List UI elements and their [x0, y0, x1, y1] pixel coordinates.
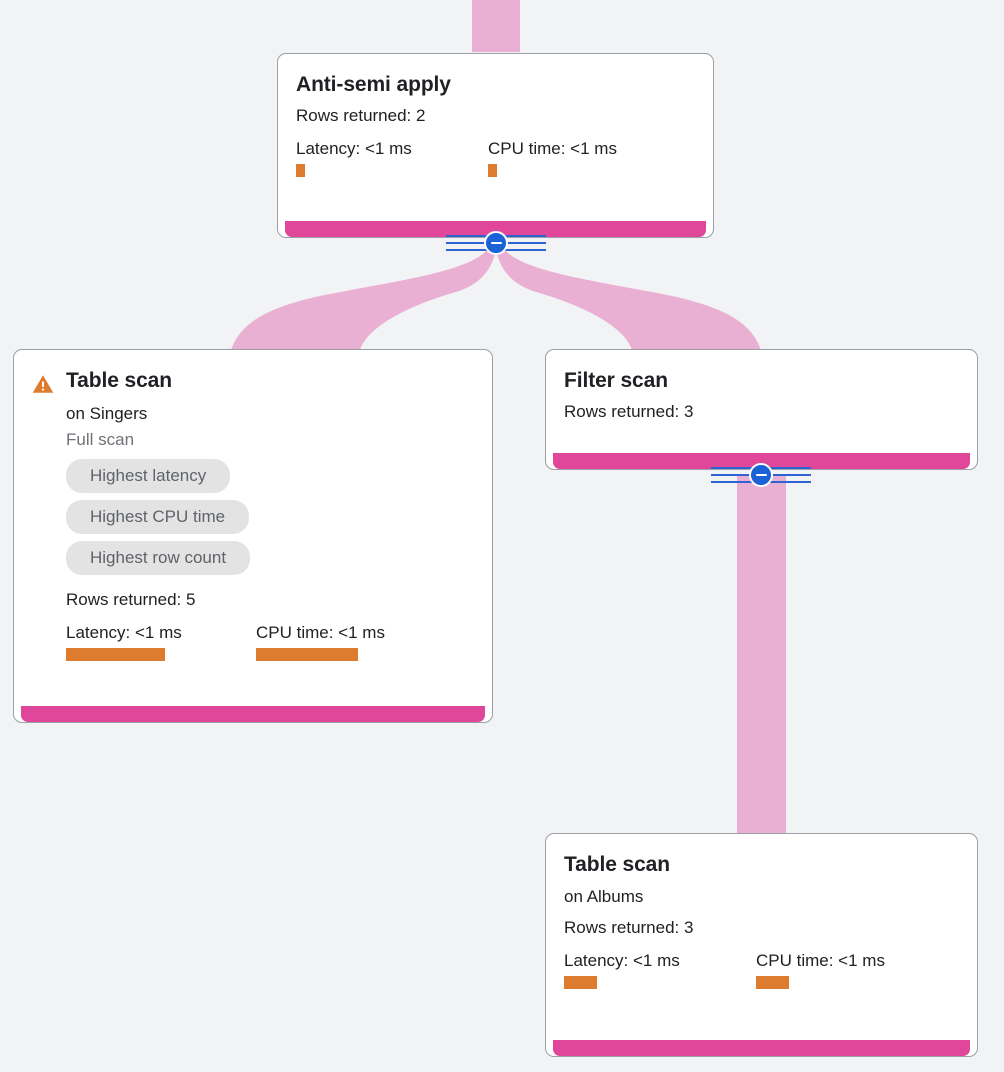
node-body: Anti-semi apply Rows returned: 2 Latency… — [278, 54, 713, 187]
metric-latency-bar — [564, 976, 597, 989]
node-footer-bar — [553, 1040, 970, 1056]
node-anti-semi-apply[interactable]: Anti-semi apply Rows returned: 2 Latency… — [277, 53, 714, 238]
node-body: Table scan on Singers Full scan Highest … — [14, 350, 492, 671]
node-body: Filter scan Rows returned: 3 — [546, 350, 977, 435]
toggle-anti-semi-apply[interactable] — [446, 230, 546, 256]
metric-cpu-time-bar — [756, 976, 789, 989]
node-title: Filter scan — [564, 369, 668, 392]
node-subtitle: on Albums — [564, 887, 644, 906]
metric-cpu-time-bar — [256, 648, 358, 661]
badge-highest-latency: Highest latency — [66, 459, 231, 493]
toggle-filter-scan[interactable] — [711, 462, 811, 488]
node-footer-bar — [553, 453, 970, 469]
badge-highest-cpu-time: Highest CPU time — [66, 500, 250, 534]
rows-returned: Rows returned: 2 — [296, 106, 426, 125]
metrics-row: Latency: <1 ms CPU time: <1 ms — [66, 622, 474, 661]
node-footer — [278, 221, 713, 237]
node-header: Table scan — [564, 852, 959, 878]
metrics-row: Latency: <1 ms CPU time: <1 ms — [296, 138, 695, 177]
rows-returned: Rows returned: 3 — [564, 918, 694, 937]
edge-incoming-root — [472, 0, 520, 52]
metric-latency-bar — [66, 648, 165, 661]
metrics-row: Latency: <1 ms CPU time: <1 ms — [564, 950, 959, 989]
metric-cpu-time-label: CPU time: <1 ms — [256, 623, 385, 642]
node-table-scan-singers[interactable]: Table scan on Singers Full scan Highest … — [13, 349, 493, 723]
metric-cpu-time: CPU time: <1 ms — [756, 950, 885, 989]
metric-cpu-time-label: CPU time: <1 ms — [488, 139, 617, 158]
node-title: Table scan — [564, 853, 670, 876]
metric-latency-label: Latency: <1 ms — [296, 139, 412, 158]
node-title: Anti-semi apply — [296, 73, 451, 96]
node-footer-bar — [21, 706, 485, 722]
rows-returned: Rows returned: 5 — [66, 590, 196, 609]
rows-returned: Rows returned: 3 — [564, 402, 694, 421]
node-header: Anti-semi apply — [296, 72, 695, 98]
metric-latency: Latency: <1 ms — [564, 950, 756, 989]
node-header: Table scan — [32, 368, 474, 395]
metric-cpu-time-bar — [488, 164, 497, 177]
node-details: on Singers Full scan Highest latency Hig… — [32, 401, 474, 661]
node-filter-scan[interactable]: Filter scan Rows returned: 3 — [545, 349, 978, 470]
node-header: Filter scan — [564, 368, 959, 394]
collapse-minus-icon[interactable] — [484, 231, 508, 255]
badge-highest-row-count: Highest row count — [66, 541, 251, 575]
node-subtitle: on Singers — [66, 404, 148, 423]
metric-cpu-time: CPU time: <1 ms — [488, 138, 617, 177]
metric-cpu-time: CPU time: <1 ms — [256, 622, 385, 661]
warning-triangle-icon — [32, 375, 54, 393]
badge-list: Highest latency Highest CPU time Highest… — [66, 459, 474, 582]
node-footer — [546, 1040, 977, 1056]
node-table-scan-albums[interactable]: Table scan on Albums Rows returned: 3 La… — [545, 833, 978, 1057]
metric-latency-label: Latency: <1 ms — [66, 623, 182, 642]
node-scan-type: Full scan — [66, 430, 135, 449]
metric-latency: Latency: <1 ms — [296, 138, 488, 177]
edge-root-to-filter-scan — [496, 248, 761, 350]
metric-cpu-time-label: CPU time: <1 ms — [756, 951, 885, 970]
node-body: Table scan on Albums Rows returned: 3 La… — [546, 834, 977, 999]
node-footer-bar — [285, 221, 706, 237]
node-footer — [546, 453, 977, 469]
edge-filter-scan-to-table-scan-albums — [737, 476, 786, 836]
edge-root-to-table-scan-singers — [231, 248, 496, 350]
collapse-minus-icon[interactable] — [749, 463, 773, 487]
metric-latency-label: Latency: <1 ms — [564, 951, 680, 970]
metric-latency-bar — [296, 164, 305, 177]
metric-latency: Latency: <1 ms — [66, 622, 256, 661]
node-title: Table scan — [66, 369, 172, 392]
node-footer — [14, 706, 492, 722]
